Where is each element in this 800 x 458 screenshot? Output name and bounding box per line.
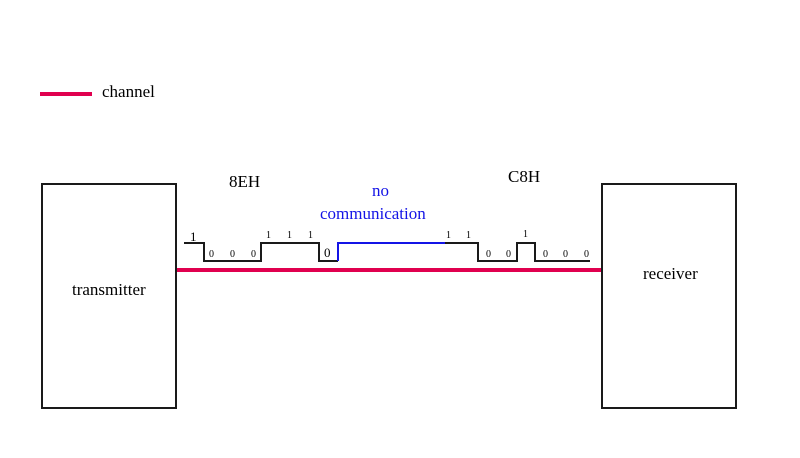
no-communication-label-line2: communication: [320, 204, 426, 223]
legend-channel-swatch: [40, 92, 92, 96]
legend: channel: [40, 82, 180, 106]
frame2-bit-6: 0: [563, 249, 568, 260]
frame1-bit-5: 1: [287, 230, 292, 241]
receiver-label: receiver: [643, 264, 698, 283]
frame2-bit-0: 1: [446, 230, 451, 241]
legend-channel-label: channel: [102, 82, 155, 101]
transmitter-box: [41, 183, 177, 409]
frame1-bit-3: 0: [251, 249, 256, 260]
frame1-bit-0: 1: [190, 229, 197, 244]
signal-waveform-frame1: [184, 242, 338, 262]
frame1-bit-1: 0: [209, 249, 214, 260]
frame1-bit-4: 1: [266, 230, 271, 241]
receiver-box: [601, 183, 737, 409]
frame2-bit-2: 0: [486, 249, 491, 260]
frame2-bit-4: 1: [523, 229, 528, 240]
signal-waveform-idle: [337, 242, 445, 261]
frame2-bit-7: 0: [584, 249, 589, 260]
frame2-bit-5: 0: [543, 249, 548, 260]
signal-waveform-frame2: [445, 242, 590, 262]
frame2-bit-1: 1: [466, 230, 471, 241]
frame1-bit-2: 0: [230, 249, 235, 260]
frame1-hex-label: 8EH: [229, 172, 261, 191]
transmitter-label: transmitter: [72, 280, 146, 299]
no-communication-label-line1: no: [372, 181, 389, 200]
frame1-bit-6: 1: [308, 230, 313, 241]
frame2-bit-3: 0: [506, 249, 511, 260]
frame1-bit-7: 0: [324, 245, 331, 260]
frame2-hex-label: C8H: [508, 167, 541, 186]
